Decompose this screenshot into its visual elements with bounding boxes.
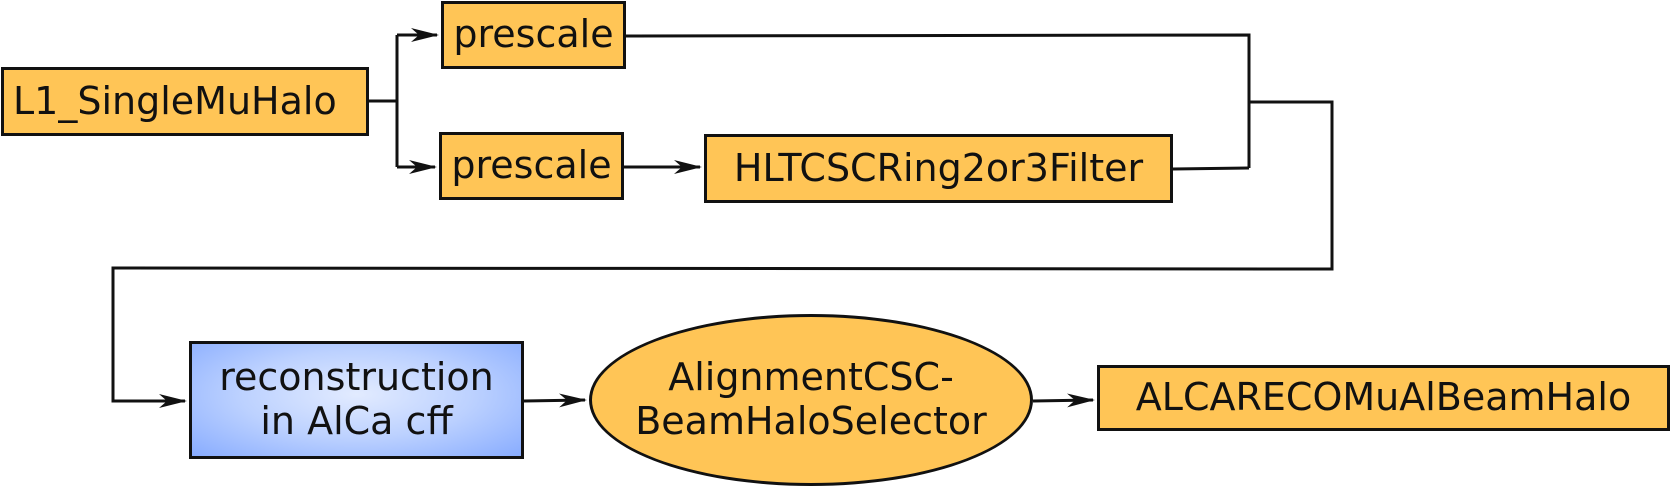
selector-label-line2: BeamHaloSelector — [635, 399, 987, 443]
prescale-bottom-box: prescale — [439, 132, 624, 200]
selector-label-line1: AlignmentCSC- — [668, 355, 954, 400]
edge-selector-to-output — [1032, 393, 1095, 408]
reconstruction-label-line1: reconstruction — [219, 355, 494, 400]
prescale-top-label: prescale — [453, 12, 614, 57]
edge-reco-to-selector — [523, 393, 587, 408]
edge-merge-to-reco — [111, 100, 1334, 408]
beam-halo-selector-ellipse: AlignmentCSC- BeamHaloSelector — [589, 314, 1033, 486]
reconstruction-label-line2: in AlCa cff — [260, 399, 453, 443]
edge-prescale-top-merge — [625, 33, 1251, 168]
edge-hlt-merge — [1172, 166, 1250, 171]
l1-single-mu-halo-box: L1_SingleMuHalo — [1, 67, 369, 136]
reconstruction-box: reconstruction in AlCa cff — [189, 341, 524, 459]
alcareco-output-box: ALCARECOMuAlBeamHalo — [1097, 365, 1670, 431]
l1-single-mu-halo-label: L1_SingleMuHalo — [13, 78, 337, 123]
prescale-top-box: prescale — [441, 1, 626, 69]
alcareco-output-label: ALCARECOMuAlBeamHalo — [1135, 375, 1632, 420]
prescale-bottom-label: prescale — [451, 143, 612, 188]
hlt-csc-filter-box: HLTCSCRing2or3Filter — [704, 134, 1173, 203]
hlt-csc-filter-label: HLTCSCRing2or3Filter — [733, 145, 1144, 190]
